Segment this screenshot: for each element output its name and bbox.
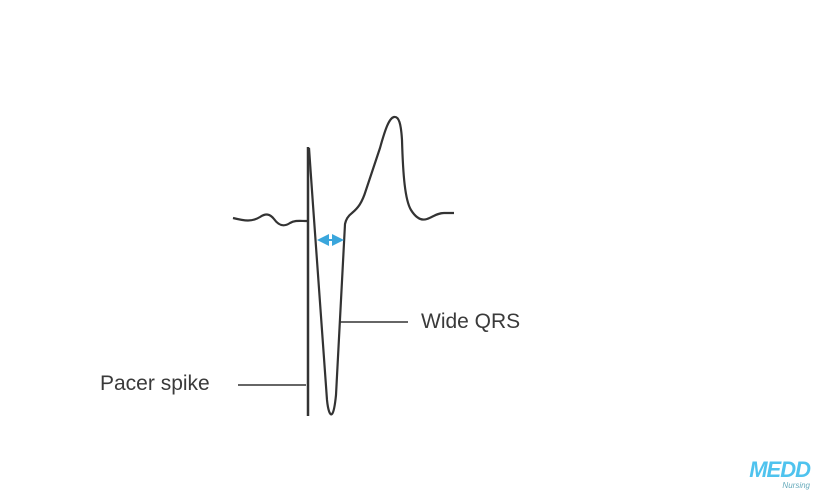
logo-text: MEDD bbox=[749, 457, 811, 482]
brand-logo: MEDD Nursing bbox=[749, 457, 811, 491]
logo-subtext: Nursing bbox=[782, 481, 810, 490]
pacer-spike-label: Pacer spike bbox=[100, 372, 210, 395]
ecg-baseline-p-wave bbox=[232, 213, 308, 227]
wide-qrs-label: Wide QRS bbox=[421, 310, 521, 333]
wide-qrs-t-wave bbox=[307, 115, 454, 416]
